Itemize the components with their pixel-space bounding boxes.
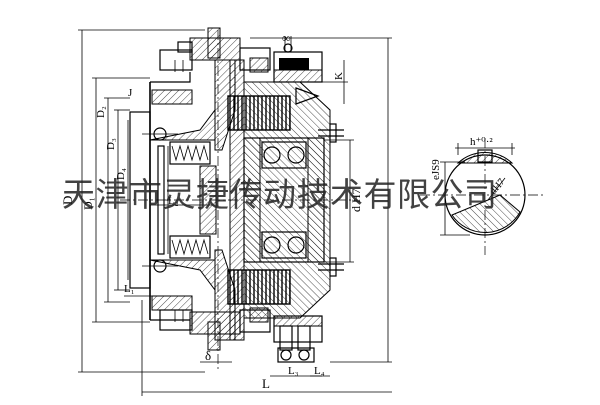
bearings (261, 141, 307, 259)
bottom-terminal-box (273, 315, 323, 363)
label-L1: L₁ (124, 283, 135, 295)
bottom-dimensions (124, 204, 392, 396)
label-L3: L₃ (288, 365, 299, 377)
label-L2: L₂ (168, 195, 179, 207)
magnet-body (227, 81, 331, 319)
right-screws (295, 87, 344, 277)
label-K: K (333, 72, 345, 80)
right-dimensions (250, 37, 392, 363)
company-watermark: 天津市灵捷传动技术有限公司 (62, 175, 498, 214)
label-e-js9: eJS9 (430, 159, 442, 180)
label-d-h7: d H7 (349, 188, 363, 212)
dimension-labels: D D₁ D₂ D₃ D₄ d H7 L L₁ L₂ L₃ L₄ δ K J ∞… (60, 31, 507, 391)
label-infinity: ∞ (282, 31, 291, 45)
label-delta: δ (205, 348, 211, 363)
label-D1: D₁ (81, 197, 95, 210)
label-D2: D₂ (95, 106, 107, 118)
label-D4: D₄ (115, 168, 127, 180)
left-housing (129, 72, 216, 330)
springs (169, 141, 217, 259)
label-D: D (60, 196, 75, 205)
label-D3: D₃ (105, 138, 117, 150)
left-dimensions (78, 29, 205, 373)
top-flange (159, 27, 271, 73)
shaft-keyway-section (440, 143, 526, 236)
label-h-tol: h⁺⁰·² (470, 136, 493, 148)
label-L: L (262, 376, 270, 391)
label-L4: L₄ (314, 365, 325, 377)
label-J: J (128, 87, 133, 99)
